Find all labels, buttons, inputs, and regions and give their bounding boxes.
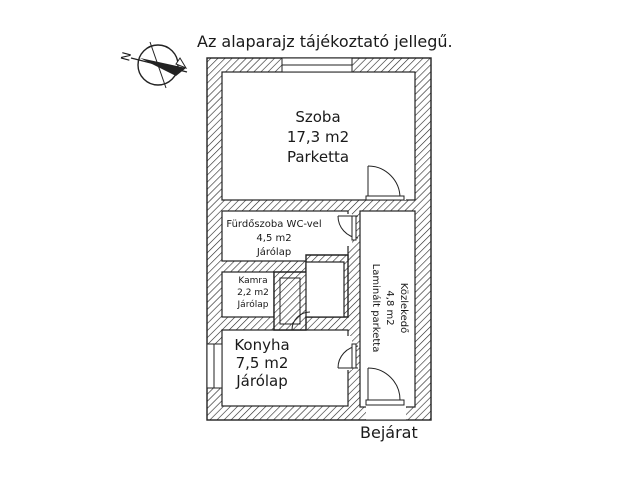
label-kozlekedo: Közlekedő 4,8 m2 Laminált parketta — [370, 264, 410, 353]
door-furdoszoba — [337, 214, 359, 246]
windows — [206, 57, 353, 389]
kozlekedo-floor: Laminált parketta — [370, 264, 382, 353]
room-furdoszoba — [221, 210, 349, 262]
kozlekedo-name: Közlekedő — [398, 283, 410, 333]
label-furdoszoba: Fürdőszoba WC-vel 4,5 m2 Járólap — [226, 218, 321, 258]
room-konyha — [221, 329, 349, 407]
compass-north-letter: N — [118, 50, 134, 62]
door-szoba — [365, 164, 406, 201]
label-konyha: Konyha 7,5 m2 Járólap — [234, 336, 289, 390]
szoba-name: Szoba — [295, 108, 340, 126]
door-konyha — [337, 336, 359, 370]
entrance-label: Bejárat — [360, 423, 418, 442]
furdoszoba-name: Fürdőszoba WC-vel — [226, 218, 321, 230]
label-kamra: Kamra 2,2 m2 Járólap — [237, 276, 269, 310]
konyha-name: Konyha — [234, 336, 289, 354]
kamra-area: 2,2 m2 — [237, 288, 269, 298]
kamra-floor: Járólap — [237, 299, 269, 310]
label-szoba: Szoba 17,3 m2 Parketta — [287, 108, 349, 166]
door-entrance — [365, 366, 406, 421]
szoba-area: 17,3 m2 — [287, 128, 349, 146]
inner-wall-block — [273, 254, 349, 331]
kamra-name: Kamra — [238, 276, 267, 286]
door-kamra — [291, 311, 311, 331]
furdoszoba-floor: Járólap — [256, 246, 291, 258]
szoba-floor: Parketta — [287, 148, 349, 166]
kozlekedo-area: 4,8 m2 — [384, 290, 395, 325]
konyha-floor: Járólap — [235, 372, 288, 390]
konyha-area: 7,5 m2 — [236, 354, 289, 372]
disclaimer-text: Az alaparajz tájékoztató jellegű. — [197, 32, 453, 51]
compass-rose-icon: N — [118, 41, 188, 89]
furdoszoba-area: 4,5 m2 — [256, 233, 291, 244]
